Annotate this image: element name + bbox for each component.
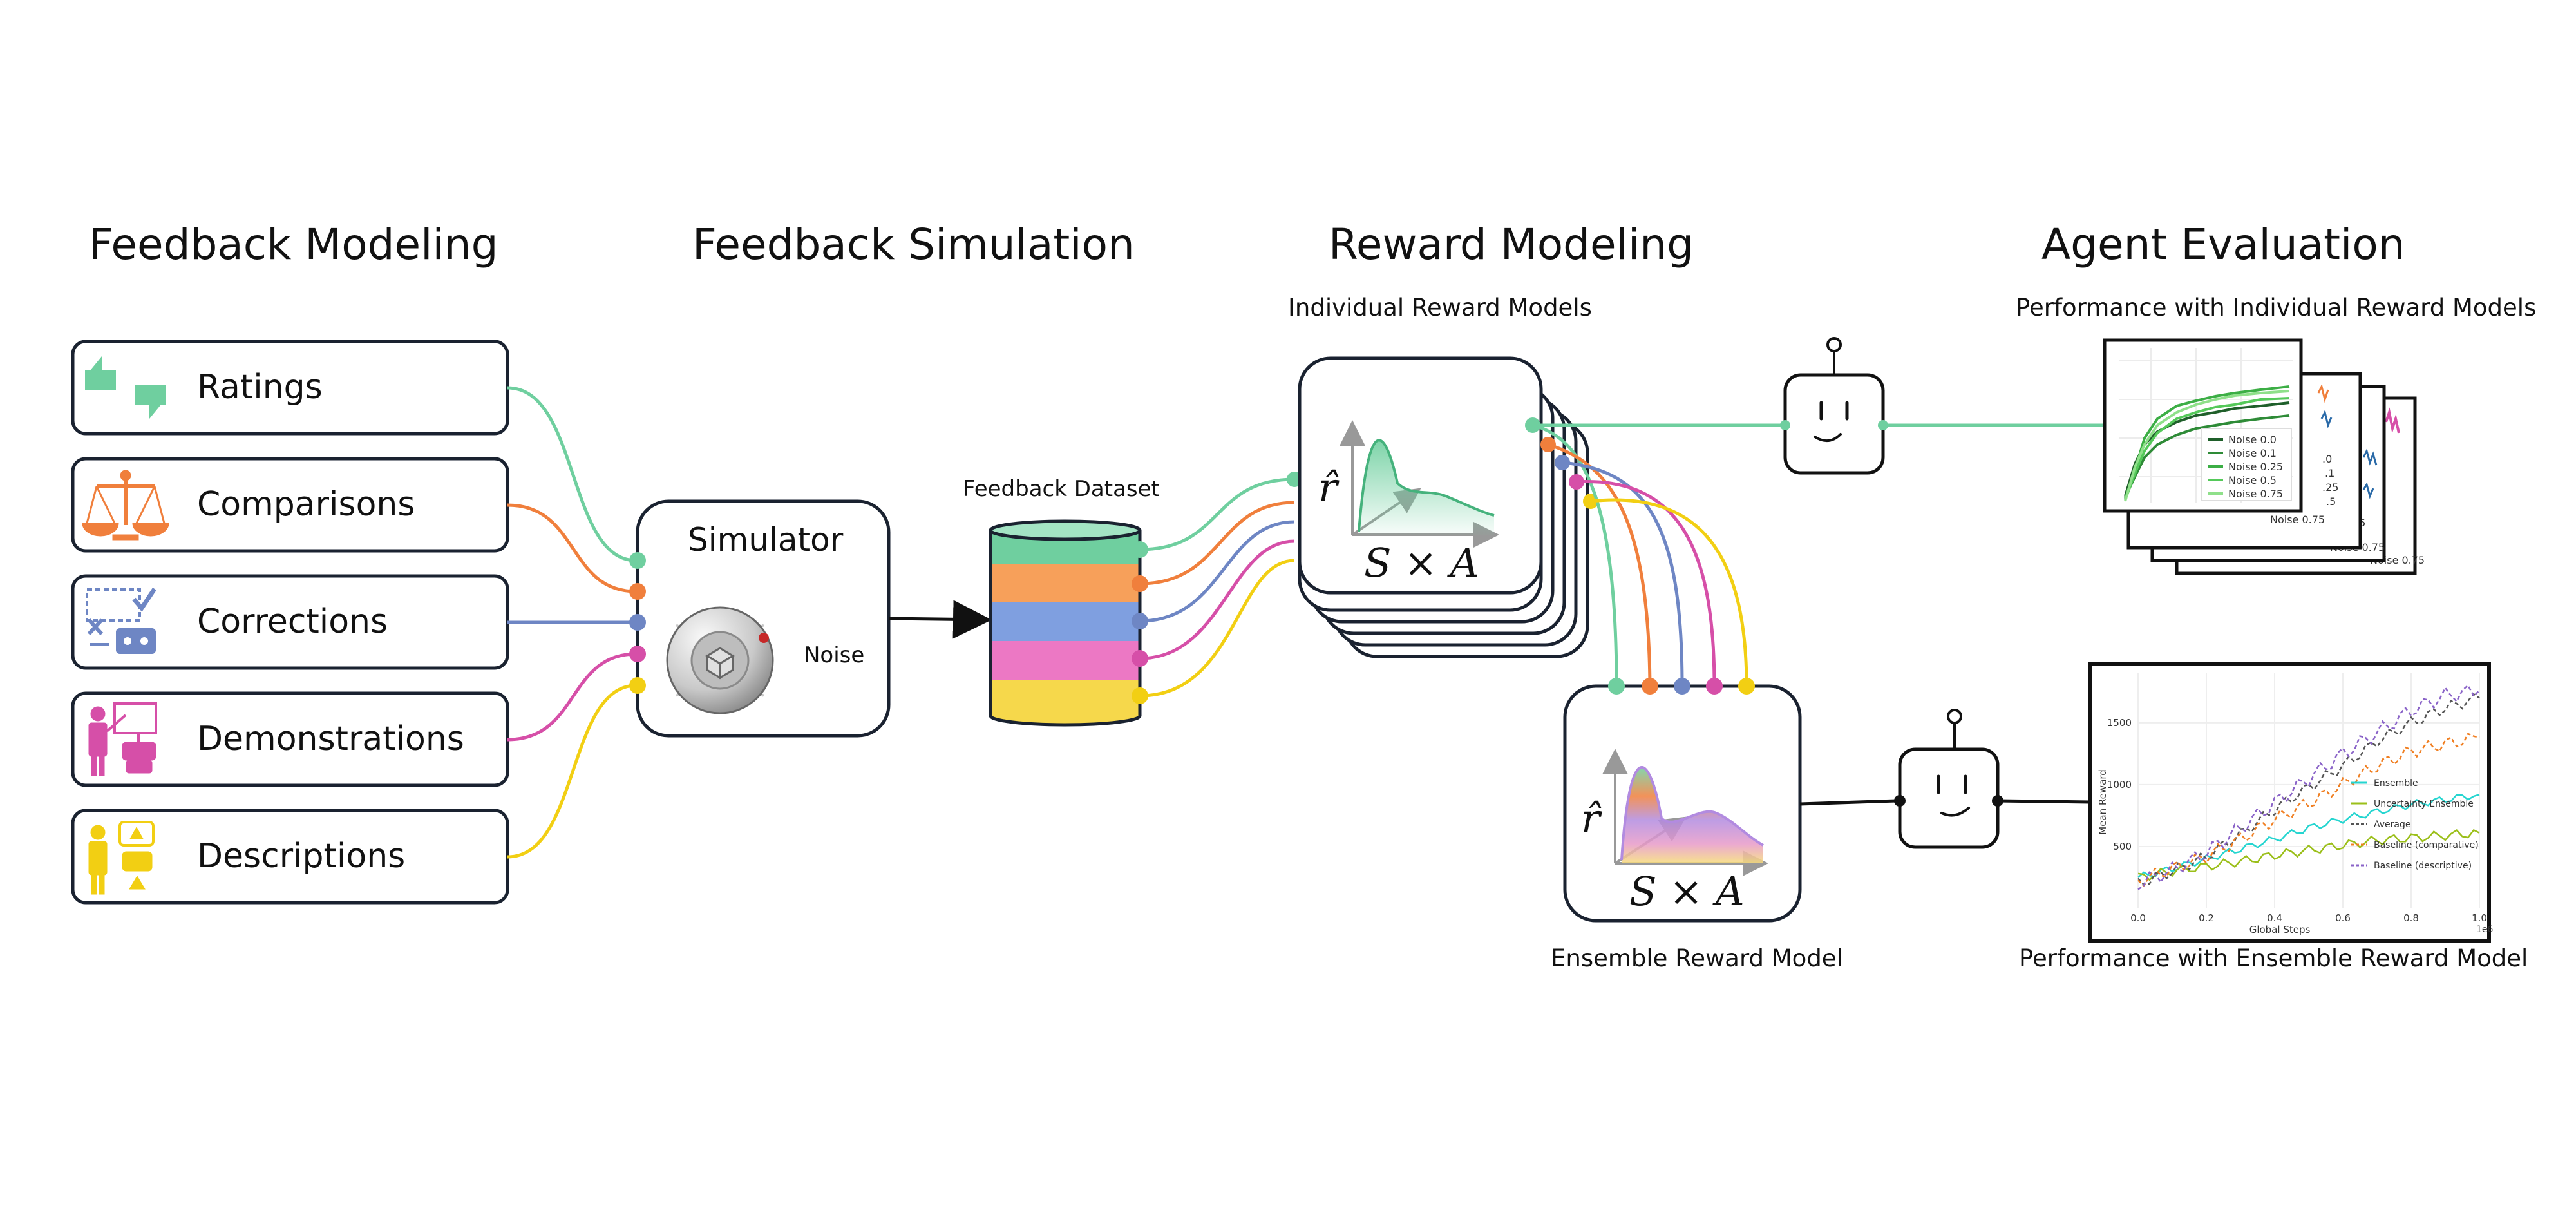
section-title-agent-evaluation: Agent Evaluation	[2041, 220, 2405, 269]
ensemble-state-action-label: S × A	[1629, 868, 1745, 915]
individual-reward-title: Individual Reward Models	[1288, 294, 1592, 321]
ensemble-to-robot-line	[1799, 799, 1897, 806]
feedback-box-demonstrations[interactable]: Demonstrations	[71, 691, 509, 787]
ensemble-chart-ticks: 500 1000 1500 0.0 0.2 0.4 0.6 0.8 1.0	[2107, 717, 2487, 924]
noise-knob[interactable]	[666, 606, 774, 714]
legend-label-0: Ensemble	[2374, 778, 2418, 789]
robot-to-ensemble-plot-line	[1997, 799, 2090, 804]
series-line-4	[2137, 684, 2480, 890]
feedback-label-ratings: Ratings	[197, 368, 323, 407]
ensemble-performance-chart[interactable]: 500 1000 1500 0.0 0.2 0.4 0.6 0.8 1.0 Global Ste…	[2088, 662, 2494, 943]
legend-noise-1: Noise 0.1	[2228, 447, 2277, 459]
dice-icon	[705, 647, 735, 680]
individual-legend: Noise 0.0 Noise 0.1 Noise 0.25 Noise 0.5…	[2201, 428, 2292, 501]
legend-noise-4: Noise 0.75	[2228, 488, 2283, 500]
x-tick-label: 0.4	[2267, 912, 2282, 924]
ensemble-chart-lines	[2137, 684, 2480, 890]
series-line-0	[2137, 794, 2480, 878]
ensemble-reward-title: Ensemble Reward Model	[1551, 944, 1843, 972]
ensemble-x-multiplier: 1e6	[2476, 925, 2494, 935]
feedback-label-comparisons: Comparisons	[197, 485, 415, 524]
legend-label-2: Average	[2374, 820, 2411, 830]
legend-label-1: Uncertainty Ensemble	[2374, 799, 2474, 809]
simulator-input-ports	[629, 552, 646, 694]
back1-legend-2: .25	[2322, 481, 2338, 494]
x-tick-label: 0.8	[2403, 912, 2419, 924]
dataset-output-ports	[1132, 541, 1148, 704]
x-tick-label: 1.0	[2472, 912, 2487, 924]
feedback-dataset-cylinder[interactable]	[989, 519, 1148, 727]
ensemble-input-ports	[1608, 678, 1755, 695]
ensemble-y-axis-label: Mean Reward	[2097, 769, 2108, 835]
robot-agent-icon-individual	[1780, 337, 1888, 475]
x-tick-label: 0.2	[2199, 912, 2214, 924]
feedback-box-comparisons[interactable]: Comparisons	[71, 457, 509, 553]
individual-performance-stack[interactable]: Noise 0.75 .1 .25 Noise 0.75 .0 .1 .25 .…	[2103, 338, 2425, 575]
individual-reward-stack[interactable]: r̂ S × A	[1298, 356, 1598, 658]
section-title-reward-modeling: Reward Modeling	[1329, 220, 1694, 269]
feedback-box-corrections[interactable]: Corrections	[71, 574, 509, 670]
feedback-box-ratings[interactable]: Ratings	[71, 340, 509, 436]
noise-label: Noise	[804, 642, 864, 668]
ensemble-reward-box[interactable]: r̂ S × A	[1563, 678, 1802, 923]
state-action-label: S × A	[1364, 539, 1479, 586]
teacher-icon	[88, 702, 157, 776]
simulator-to-dataset-arrow	[888, 600, 992, 639]
description-icon	[88, 821, 155, 895]
legend-noise-0: Noise 0.0	[2228, 434, 2277, 446]
simulator-title: Simulator	[688, 521, 844, 559]
scales-icon	[82, 470, 169, 541]
x-tick-label: 0.6	[2335, 912, 2351, 924]
feedback-label-descriptions: Descriptions	[197, 837, 405, 876]
dataset-connectors	[1139, 477, 1295, 698]
ensemble-chart-grid	[2137, 673, 2480, 908]
ensemble-x-axis-label: Global Steps	[2249, 924, 2311, 935]
ensemble-connectors	[1532, 423, 1748, 687]
section-title-feedback-modeling: Feedback Modeling	[89, 220, 498, 269]
feedback-label-demonstrations: Demonstrations	[197, 720, 464, 758]
series-line-2	[2137, 693, 2480, 886]
legend-label-4: Baseline (descriptive)	[2374, 861, 2472, 871]
ensemble-reward-plot	[1602, 749, 1768, 876]
back1-legend-3: .5	[2326, 495, 2336, 508]
feedback-label-corrections: Corrections	[197, 602, 388, 641]
legend-label-3: Baseline (comparative)	[2374, 840, 2479, 850]
back1-legend-0: .0	[2322, 453, 2332, 465]
series-line-1	[2137, 829, 2480, 881]
section-title-feedback-simulation: Feedback Simulation	[692, 220, 1135, 269]
robot-agent-icon-ensemble	[1894, 709, 2003, 849]
dataset-title: Feedback Dataset	[963, 476, 1160, 502]
correction-icon	[86, 588, 156, 654]
feedback-connectors	[507, 386, 637, 859]
r-hat-label: r̂	[1318, 464, 1340, 511]
back1-legend-1: .1	[2325, 467, 2334, 479]
y-tick-label: 1000	[2107, 779, 2132, 791]
feedback-box-descriptions[interactable]: Descriptions	[71, 809, 509, 905]
ensemble-r-hat-label: r̂	[1581, 795, 1602, 842]
plot-card-front: Noise 0.0 Noise 0.1 Noise 0.25 Noise 0.5…	[2103, 338, 2303, 513]
x-tick-label: 0.0	[2130, 912, 2146, 924]
ensemble-performance-title: Performance with Ensemble Reward Model	[2019, 944, 2528, 972]
simulator-box[interactable]: Simulator Noise	[629, 499, 891, 738]
series-line-3	[2137, 733, 2480, 887]
individual-performance-title: Performance with Individual Reward Model…	[2016, 294, 2536, 321]
thumbs-icon	[85, 356, 166, 419]
y-tick-label: 500	[2113, 841, 2132, 852]
feedback-types: Ratings Comparisons	[71, 340, 509, 905]
back1-legend-4: Noise 0.75	[2270, 513, 2325, 526]
legend-noise-3: Noise 0.5	[2228, 474, 2277, 486]
legend-noise-2: Noise 0.25	[2228, 461, 2283, 473]
individual-reward-plot	[1340, 420, 1499, 548]
y-tick-label: 1500	[2107, 717, 2132, 729]
